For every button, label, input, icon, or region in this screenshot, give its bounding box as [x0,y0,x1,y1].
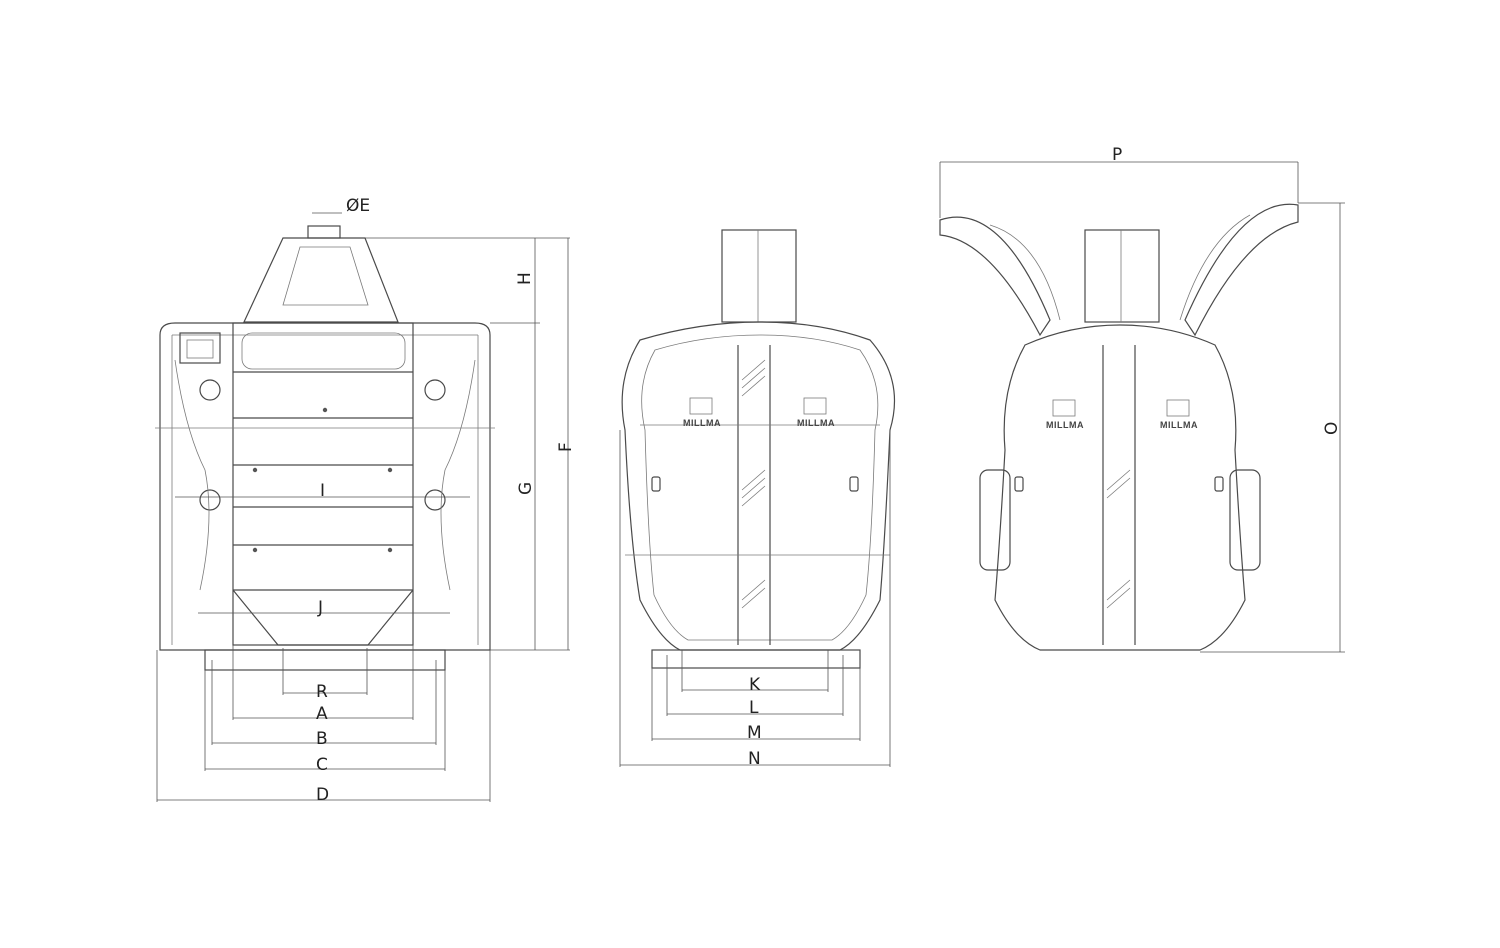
open-right-motor [1229,469,1261,571]
front-knob-lower-left [199,489,221,511]
front-left-guard [174,359,210,591]
side-body-inner [641,334,879,641]
front-knob-lower-right [424,489,446,511]
dim-label-l: L [749,698,759,718]
open-view: MILLMA MILLMA [939,203,1299,651]
open-right-cover [1184,203,1299,337]
front-knob-upper-left [199,379,221,401]
open-left-motor [979,469,1011,571]
side-logo-left: MILLMA [683,418,721,428]
front-hopper-window [282,246,369,306]
front-knob-upper-right [424,379,446,401]
dim-label-c: C [316,755,328,775]
dim-label-i: I [320,481,325,501]
side-base [651,649,861,669]
side-view: MILLMA MILLMA [621,229,896,669]
dim-label-f: F [556,442,576,452]
front-outlet-funnel [232,589,414,646]
front-view [155,225,495,671]
side-logo-right-mark [803,397,827,415]
open-left-cover [939,216,1051,337]
dim-label-j: J [317,598,323,618]
open-body-outer [994,324,1246,651]
open-dimensions: P O [939,145,1345,653]
front-inspection-window [179,332,221,364]
front-inspection-glass [186,339,214,359]
dim-label-n: N [748,749,761,769]
open-logo-right: MILLMA [1160,420,1198,430]
side-logo-right: MILLMA [797,418,835,428]
dim-label-k: K [749,675,761,695]
dim-label-h: H [515,272,535,285]
side-logo-left-mark [689,397,713,415]
dim-label-r: R [316,682,328,702]
front-body-outer [159,322,491,651]
dim-label-d: D [316,785,329,805]
open-logo-left: MILLMA [1046,420,1084,430]
side-inlet-tower [721,229,797,323]
dim-label-m: M [747,723,762,743]
dim-label-g: G [516,482,536,495]
dim-label-e: ØE [346,196,370,216]
front-right-guard [440,359,476,591]
front-top-panel [241,332,406,370]
front-top-hopper [243,237,399,323]
dim-label-b: B [316,729,328,749]
front-base [204,649,446,671]
dim-label-o: O [1322,422,1342,435]
front-dimensions: ØE H F G I J R A B [156,196,576,805]
dim-label-a: A [316,704,328,724]
side-body-outer [621,321,896,651]
front-body-inner [171,334,479,645]
dim-label-p: P [1112,145,1122,165]
front-inlet [307,225,341,239]
open-inlet-tower [1084,229,1160,323]
side-dimensions: K L M N [619,430,891,769]
